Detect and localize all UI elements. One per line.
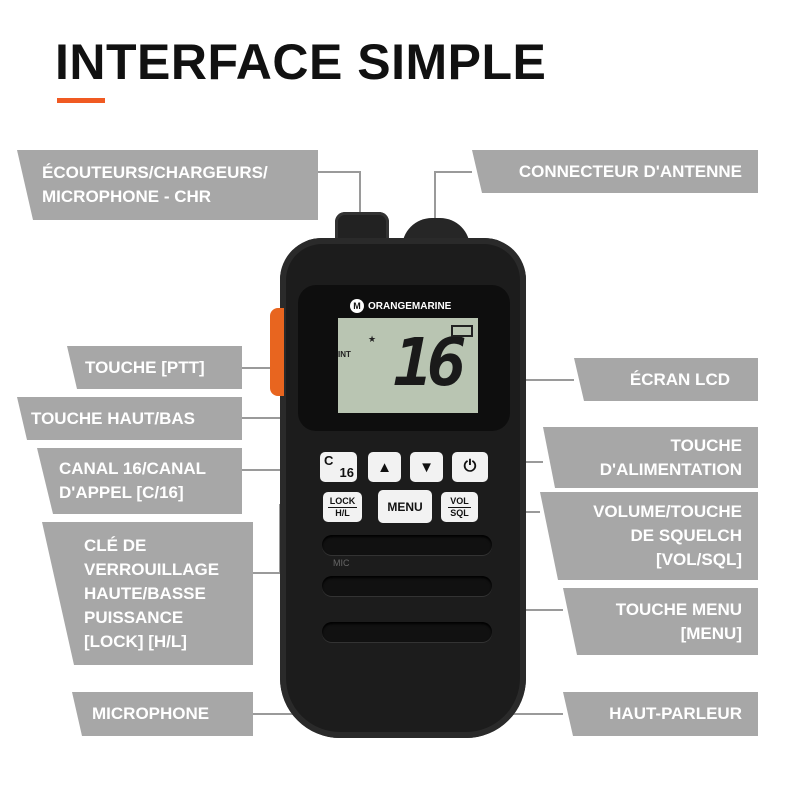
speaker-grille-slot	[322, 622, 492, 642]
label-line: VERROUILLAGE	[84, 559, 220, 579]
label-line: PUISSANCE	[84, 607, 184, 627]
lcd-screen: INT ★ 16	[338, 318, 478, 413]
label-c16: CANAL 16/CANAL D'APPEL [C/16]	[37, 448, 242, 514]
label-vol: VOLUME/TOUCHE DE SQUELCH [VOL/SQL]	[540, 492, 758, 580]
label-earphones: ÉCOUTEURS/CHARGEURS/ MICROPHONE - CHR	[17, 150, 318, 220]
label-line: HAUT-PARLEUR	[609, 704, 742, 723]
label-updown: TOUCHE HAUT/BAS	[17, 397, 242, 440]
label-microphone: MICROPHONE	[72, 692, 253, 736]
brand-mark: M	[350, 299, 364, 313]
menu-label: MENU	[387, 499, 423, 514]
label-line: VOLUME/TOUCHE	[593, 502, 742, 521]
label-line: TOUCHE [PTT]	[85, 357, 205, 377]
label-lock: CLÉ DE VERROUILLAGE HAUTE/BASSE PUISSANC…	[42, 522, 253, 665]
lcd-star-icon: ★	[368, 334, 377, 344]
vol-label: VOL	[448, 495, 471, 508]
mic-text: MIC	[333, 558, 350, 568]
label-line: ÉCOUTEURS/CHARGEURS/	[42, 163, 268, 182]
down-button[interactable]: ▼	[410, 452, 443, 482]
c16-top: C	[324, 453, 334, 468]
power-icon: ⏻	[463, 458, 477, 475]
menu-button[interactable]: MENU	[378, 490, 432, 523]
title-underline	[57, 98, 105, 103]
label-line: CANAL 16/CANAL	[59, 459, 207, 478]
label-line: MICROPHONE	[92, 704, 210, 723]
lcd-int: INT	[338, 350, 351, 359]
label-line: D'ALIMENTATION	[599, 459, 742, 479]
brand-logo: M ORANGEMARINE	[350, 296, 490, 316]
hl-label: H/L	[335, 507, 350, 518]
label-line: HAUTE/BASSE	[84, 583, 206, 603]
lock-button[interactable]: LOCK H/L	[323, 492, 362, 522]
speaker-grille-slot	[322, 535, 492, 555]
sql-label: SQL	[450, 507, 469, 518]
leader-earphones	[318, 171, 361, 215]
down-arrow-icon: ▼	[419, 458, 434, 476]
label-ptt: TOUCHE [PTT]	[67, 346, 242, 389]
up-arrow-icon: ▲	[377, 458, 392, 476]
label-line: MICROPHONE - CHR	[42, 187, 212, 206]
lock-label: LOCK	[327, 495, 358, 508]
page-title: INTERFACE SIMPLE	[55, 34, 547, 90]
up-button[interactable]: ▲	[368, 452, 401, 482]
label-speaker: HAUT-PARLEUR	[563, 692, 758, 736]
c16-num: 16	[339, 465, 354, 480]
leader-antenna	[434, 171, 472, 222]
label-line: ÉCRAN LCD	[629, 369, 730, 389]
label-line: [MENU]	[680, 623, 742, 643]
label-line: [LOCK] [H/L]	[84, 631, 187, 651]
speaker-grille-slot	[322, 576, 492, 596]
label-line: CLÉ DE	[84, 535, 147, 555]
brand-name: ORANGEMARINE	[368, 300, 452, 312]
power-button[interactable]: ⏻	[452, 452, 488, 482]
label-menu: TOUCHE MENU [MENU]	[563, 588, 758, 655]
vol-button[interactable]: VOL SQL	[441, 492, 478, 522]
label-line: DE SQUELCH	[630, 526, 742, 545]
label-line: TOUCHE HAUT/BAS	[31, 408, 196, 428]
label-line: [VOL/SQL]	[656, 550, 742, 569]
c16-button[interactable]: C 16	[320, 452, 357, 482]
ptt-button[interactable]	[270, 308, 284, 396]
label-line: D'APPEL [C/16]	[59, 483, 184, 502]
label-line: TOUCHE MENU	[615, 599, 742, 619]
battery-icon	[451, 325, 473, 337]
label-line: CONNECTEUR D'ANTENNE	[518, 161, 742, 181]
label-antenna: CONNECTEUR D'ANTENNE	[472, 150, 758, 193]
label-lcd: ÉCRAN LCD	[574, 358, 758, 401]
label-power: TOUCHE D'ALIMENTATION	[543, 427, 758, 488]
label-line: TOUCHE	[670, 435, 742, 455]
